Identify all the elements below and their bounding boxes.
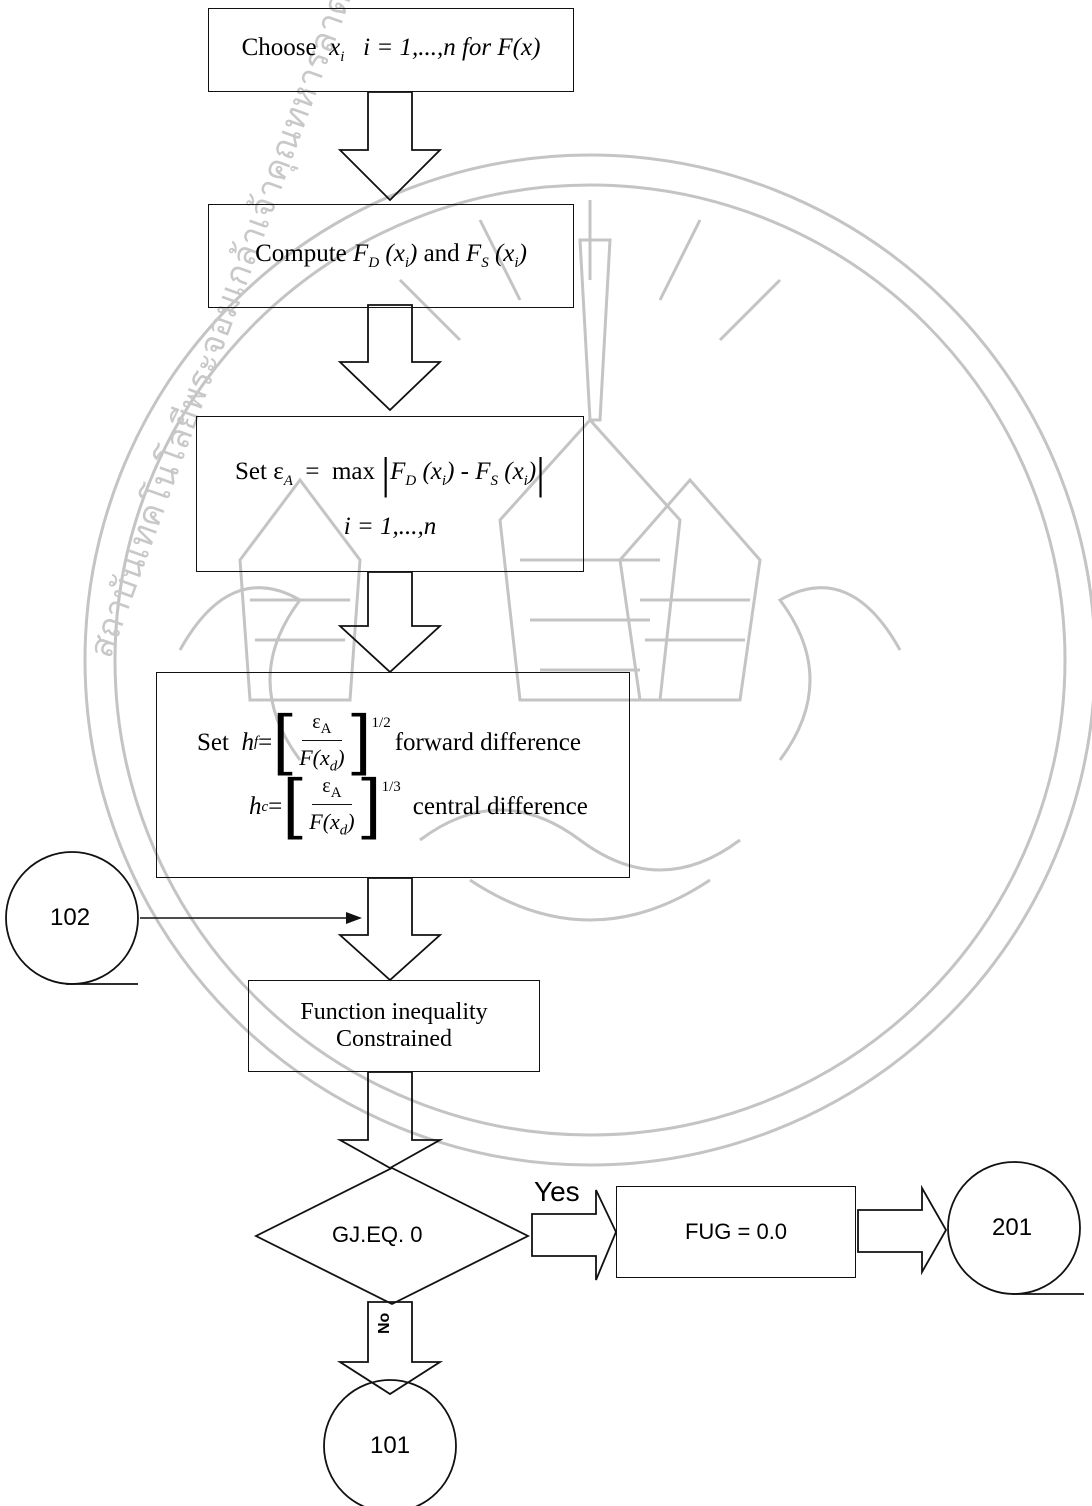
label-central: central difference	[413, 793, 588, 821]
function-line2: Constrained	[336, 1026, 452, 1053]
fug-box: FUG = 0.0	[616, 1186, 856, 1278]
choose-text: Choose xi i = 1,...,n for F(x)	[242, 34, 541, 66]
compute-box: Compute FD (xi) and FS (xi)	[208, 204, 574, 308]
choose-range: i = 1,...,n for	[363, 34, 491, 61]
label-forward: forward difference	[395, 729, 581, 757]
no-label: No	[376, 1313, 394, 1334]
connector-201-label: 201	[992, 1214, 1032, 1242]
connector-101-label: 101	[370, 1432, 410, 1460]
arrow-4	[340, 878, 440, 980]
arrow-1	[340, 92, 440, 200]
epsilon-range: i = 1,...,n	[344, 513, 437, 541]
decision-label: GJ.EQ. 0	[332, 1222, 422, 1248]
epsilon-formula: Set εA = max |FD (xi) - FS (xi)|	[235, 448, 545, 499]
function-line1: Function inequality	[300, 999, 487, 1026]
set-epsilon-box: Set εA = max |FD (xi) - FS (xi)| i = 1,.…	[196, 416, 584, 572]
arrow-5	[340, 1072, 440, 1168]
yes-label: Yes	[534, 1176, 580, 1208]
connector-102-label: 102	[50, 904, 90, 932]
arrow-2	[340, 305, 440, 410]
arrow-to-201	[858, 1188, 946, 1272]
arrow-3	[340, 572, 440, 672]
fug-label: FUG = 0.0	[685, 1219, 787, 1245]
function-box: Function inequality Constrained	[248, 980, 540, 1072]
compute-text: Compute FD (xi) and FS (xi)	[255, 240, 527, 272]
choose-box: Choose xi i = 1,...,n for F(x)	[208, 8, 574, 92]
